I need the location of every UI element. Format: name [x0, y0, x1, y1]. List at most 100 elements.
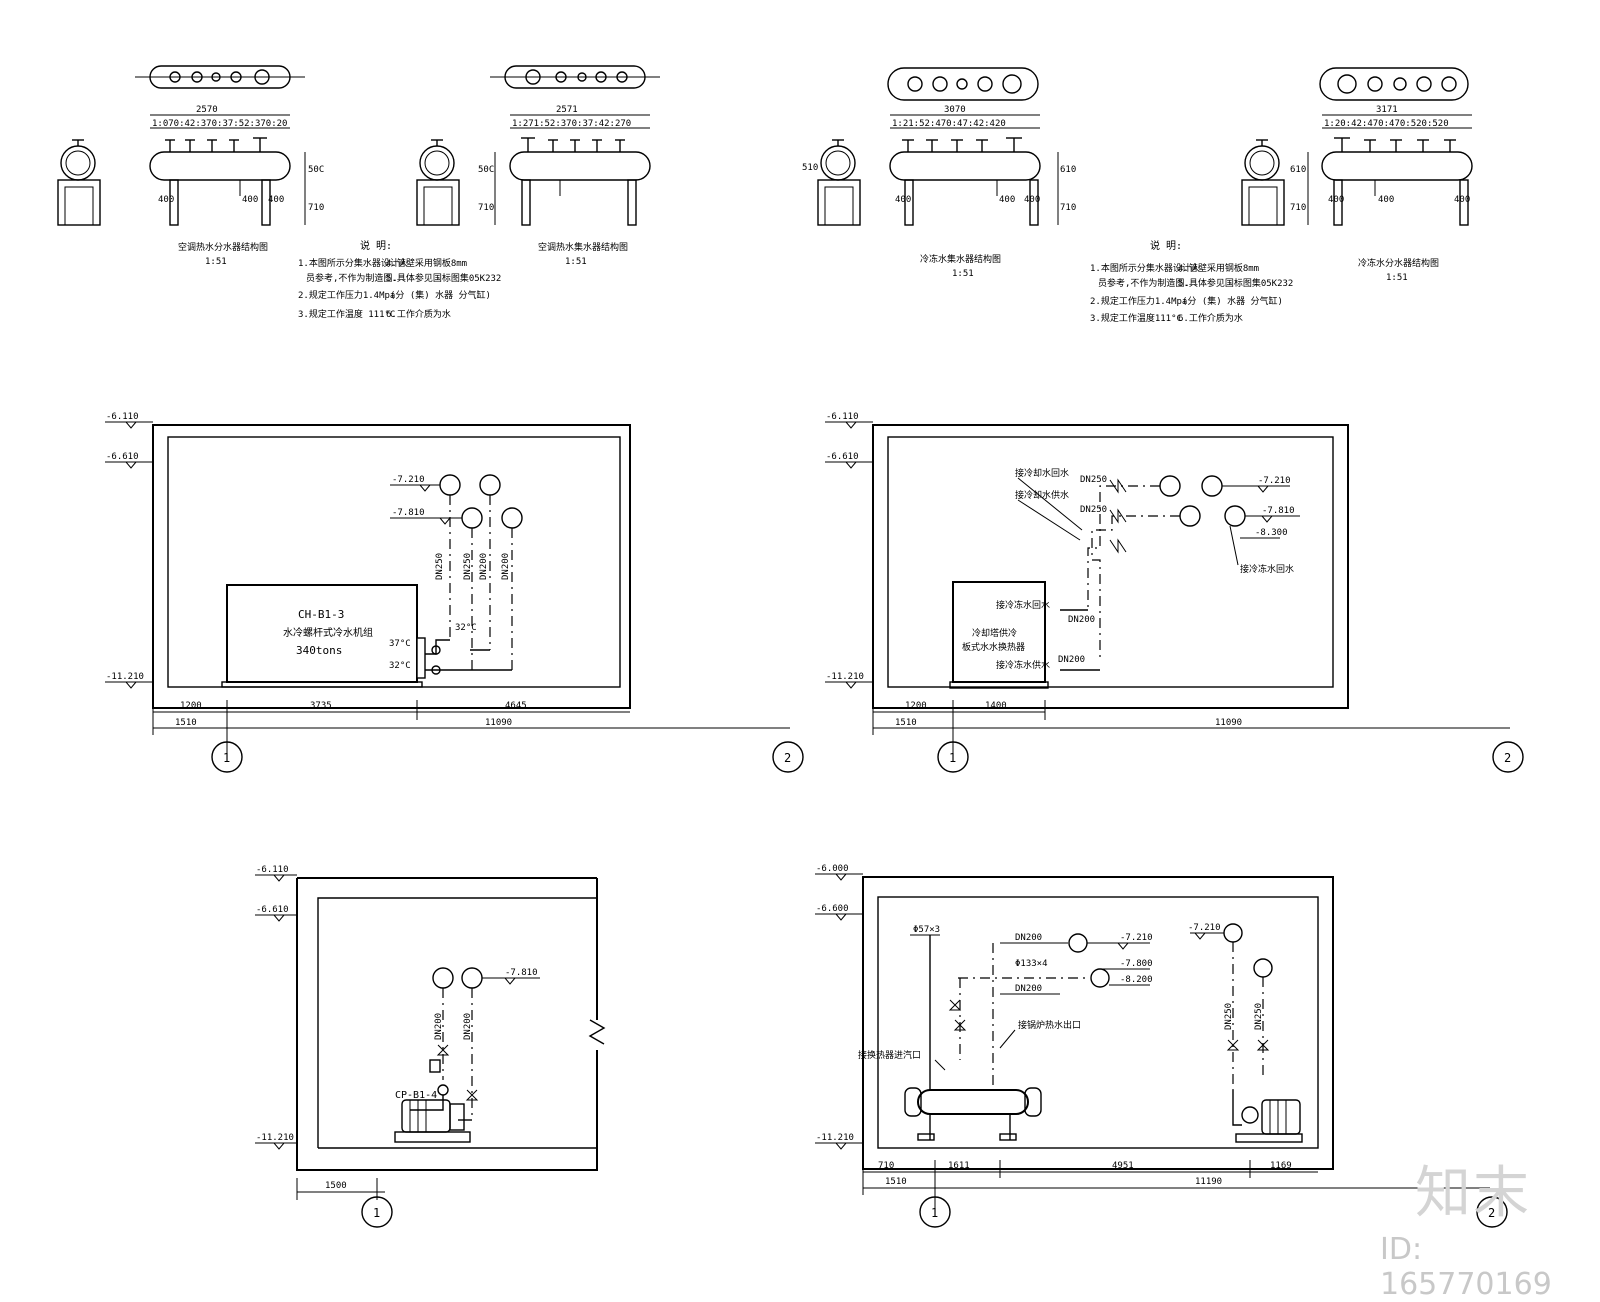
- dim-height: 50C: [308, 165, 324, 175]
- pipe-size-label: DN200: [1058, 655, 1085, 665]
- axis-label: 2: [784, 751, 791, 765]
- callout-label: 接冷却水供水: [1015, 489, 1069, 501]
- section-boiler-hx-elevation: -6.000 -6.600 -11.210 -7.210 -7.800 -8.2…: [815, 864, 1508, 1228]
- elevation-ceiling: -6.610: [256, 905, 289, 915]
- dim-leg-offset: 400: [1328, 195, 1344, 205]
- manifold-plan-view: [887, 67, 1039, 101]
- dim: 1510: [885, 1177, 907, 1187]
- dim-leg-offset: 400: [268, 195, 284, 205]
- dim: 1611: [948, 1161, 970, 1171]
- manifold-elevation: 3171 1:20:42:470:470:520:520 610 710 400…: [1290, 105, 1473, 226]
- notes-heading: 说 明:: [1150, 239, 1182, 252]
- section-pump-elevation: -6.110 -6.610 -11.210 -7.810 DN200 DN200…: [255, 865, 606, 1228]
- manifold-detail-hot-return: 2571 1:271:52:370:37:42:270 50C 710 空调热水…: [416, 65, 660, 267]
- pump-motor: [1261, 1099, 1301, 1135]
- note-item: 5.具体参见国标图集05K232: [1178, 277, 1293, 289]
- pipe-size-label: DN200: [501, 553, 511, 580]
- elevation-top: -6.110: [826, 412, 859, 422]
- dim-height: 610: [1060, 165, 1076, 175]
- axis-bubble: [937, 741, 969, 773]
- axis-label: 1: [931, 1206, 938, 1220]
- axis-bubble: [772, 741, 804, 773]
- pipe-spec-label: Φ57×3: [913, 925, 940, 935]
- dim: 1510: [175, 718, 197, 728]
- dim-height: 610: [1290, 165, 1306, 175]
- notes-left: 说 明: 1.本图所示分集水器设计人 员参考,不作为制造图. 2.规定工作压力1…: [298, 239, 501, 320]
- equipment-tag: CH-B1-3: [298, 608, 344, 621]
- dim: 1510: [895, 718, 917, 728]
- axis-bubble: [211, 741, 243, 773]
- pipe-size-label: DN250: [435, 553, 445, 580]
- manifold-plan-view: [490, 65, 660, 89]
- dim-leg-height: 710: [1060, 203, 1076, 213]
- axis-label: 1: [949, 751, 956, 765]
- note-item: 2.规定工作压力1.4Mpa: [298, 289, 395, 301]
- dim: 1400: [985, 701, 1007, 711]
- elevation-top: -6.000: [816, 864, 849, 874]
- pipe-size-label: DN250: [1254, 1003, 1264, 1030]
- dim: 710: [878, 1161, 894, 1171]
- dim: 11190: [1195, 1177, 1222, 1187]
- manifold-detail-cold-return: 3171 1:20:42:470:470:520:520 610 710 400…: [1241, 67, 1473, 283]
- elevation-pipe: -8.300: [1255, 528, 1288, 538]
- manifold-end-view: [1241, 139, 1285, 226]
- dim-total: 3171: [1376, 105, 1398, 115]
- temp-label: 32°C: [455, 623, 477, 633]
- dim: 1169: [1270, 1161, 1292, 1171]
- callout-label: 接冷却水回水: [1015, 467, 1069, 479]
- axis-bubble: [361, 1196, 393, 1228]
- dim: 1200: [180, 701, 202, 711]
- dim-leg-offset: 400: [1378, 195, 1394, 205]
- pipe-size-label: DN200: [1015, 933, 1042, 943]
- detail-title: 冷冻水分水器结构图: [1358, 257, 1439, 269]
- detail-scale: 1:51: [205, 257, 227, 267]
- dim-leg-height: 710: [1290, 203, 1306, 213]
- dim: 11090: [485, 718, 512, 728]
- manifold-detail-hot-supply: 2570 1:070:42:370:37:52:370:20 50C 710 4…: [57, 65, 324, 267]
- elevation-pipe: -7.210: [392, 475, 425, 485]
- notes-heading: 说 明:: [360, 239, 392, 252]
- note-item: 4.管壁采用钢板8mm: [386, 257, 467, 269]
- manifold-plan-view: [135, 65, 305, 89]
- elevation-pipe: -7.210: [1120, 933, 1153, 943]
- axis-bubble: [919, 1196, 951, 1228]
- axis-label: 2: [1504, 751, 1511, 765]
- temp-label: 32°C: [389, 661, 411, 671]
- manifold-elevation: 3070 1:21:52:470:47:42:420 610 710 400 4…: [889, 105, 1076, 226]
- section-heat-exchanger-elevation: -6.110 -6.610 -11.210 -7.210 -7.810 -8.3…: [825, 412, 1524, 773]
- elevation-pipe: -7.810: [505, 968, 538, 978]
- manifold-detail-cold-supply: 510 3070 1:21:52:470:47:42:420 610 710 4…: [802, 67, 1076, 279]
- detail-scale: 1:51: [1386, 273, 1408, 283]
- elevation-pipe: -7.810: [1262, 506, 1295, 516]
- dim-leg-offset: 400: [1454, 195, 1470, 205]
- callout-label: 接冷冻水回水: [996, 599, 1050, 611]
- note-item: 员参考,不作为制造图.: [306, 272, 398, 284]
- elevation-pipe: -7.210: [1258, 476, 1291, 486]
- axis-bubble: [1492, 741, 1524, 773]
- watermark-id: ID: 165770169: [1380, 1232, 1552, 1302]
- pipe-size-label: DN250: [1224, 1003, 1234, 1030]
- elevation-floor: -11.210: [816, 1133, 854, 1143]
- elevation-pipe: -8.200: [1120, 975, 1153, 985]
- elevation-floor: -11.210: [106, 672, 144, 682]
- detail-title: 冷冻水集水器结构图: [920, 253, 1001, 265]
- elevation-pipe: -7.810: [392, 508, 425, 518]
- dim: 1200: [905, 701, 927, 711]
- note-item: (分 (集) 水器 分气缸): [1182, 295, 1283, 307]
- detail-scale: 1:51: [565, 257, 587, 267]
- dim-leg-offset: 400: [242, 195, 258, 205]
- note-item: 1.本图所示分集水器设计人: [298, 257, 408, 269]
- equipment-tag: CP-B1-4: [395, 1090, 437, 1101]
- equipment-name: 水冷螺杆式冷水机组: [283, 626, 373, 639]
- temp-label: 37°C: [389, 639, 411, 649]
- pipe-size-label: DN200: [434, 1013, 444, 1040]
- equipment-capacity: 340tons: [296, 644, 342, 657]
- dim: 3735: [310, 701, 332, 711]
- pipe-size-label: DN200: [1015, 984, 1042, 994]
- dim-leg-height: 710: [478, 203, 494, 213]
- manifold-end-view: [57, 139, 101, 226]
- note-item: 4.管壁采用钢板8mm: [1178, 262, 1259, 274]
- note-item: (分 (集) 水器 分气缸): [390, 289, 491, 301]
- dim: 4645: [505, 701, 527, 711]
- dim-leg-offset: 400: [1024, 195, 1040, 205]
